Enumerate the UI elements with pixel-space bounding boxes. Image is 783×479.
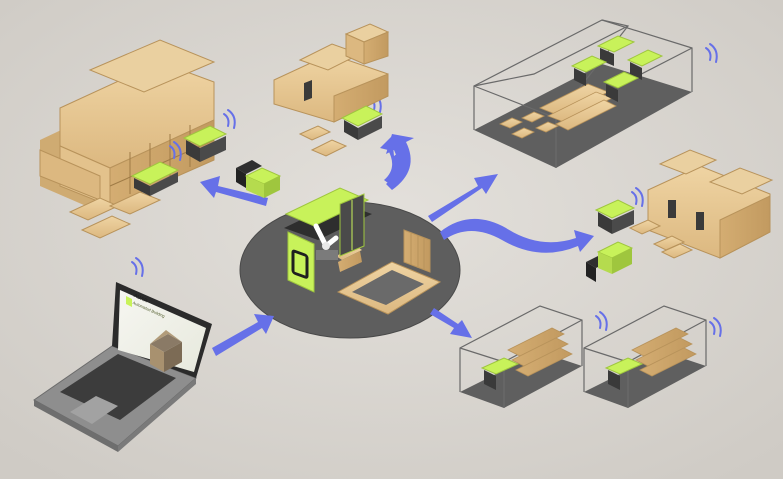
robot-cell-icon (284, 187, 372, 293)
robot-cell-icon (340, 105, 384, 140)
wifi-icon (705, 43, 718, 63)
panel-stacks-upper (298, 125, 348, 157)
wifi-icon (131, 257, 144, 277)
robot-cell-icon (596, 35, 636, 66)
townhouse-right (647, 149, 774, 259)
wifi-icon (169, 141, 182, 161)
arrow-icon (440, 218, 594, 253)
robot-cell-icon (604, 357, 644, 390)
wifi-icon (631, 187, 644, 207)
flow-arrows (200, 134, 594, 356)
laptop-screen[interactable] (118, 290, 206, 372)
wifi-icon (223, 109, 236, 129)
townhouse-upper (273, 23, 390, 123)
wall-panels (336, 229, 442, 315)
central-factory (239, 187, 461, 339)
truck-icon (586, 241, 634, 282)
robot-cell-icon (602, 71, 640, 102)
arrow-icon (428, 174, 498, 222)
robot-cell-icon (570, 55, 608, 86)
wifi-icon (595, 311, 608, 331)
robot-cell-icon (594, 199, 636, 234)
panel-stacks-right (628, 219, 694, 259)
panel-stacks-left (68, 191, 162, 239)
robot-cell-icon (130, 161, 180, 196)
warehouse-icon (459, 305, 583, 408)
wifi-icon (709, 317, 722, 337)
robot-cell-icon (626, 49, 664, 80)
robot-cell-icon (480, 357, 520, 390)
arrow-icon (380, 134, 414, 190)
truck-icon (236, 160, 282, 198)
robot-cell-icon (182, 125, 228, 162)
laptop-icon (33, 282, 212, 452)
arrow-icon (212, 314, 274, 356)
warehouse-icon (583, 305, 707, 408)
arrow-icon (430, 308, 472, 338)
arrow-icon (200, 176, 268, 206)
warehouse-icon (473, 19, 693, 168)
